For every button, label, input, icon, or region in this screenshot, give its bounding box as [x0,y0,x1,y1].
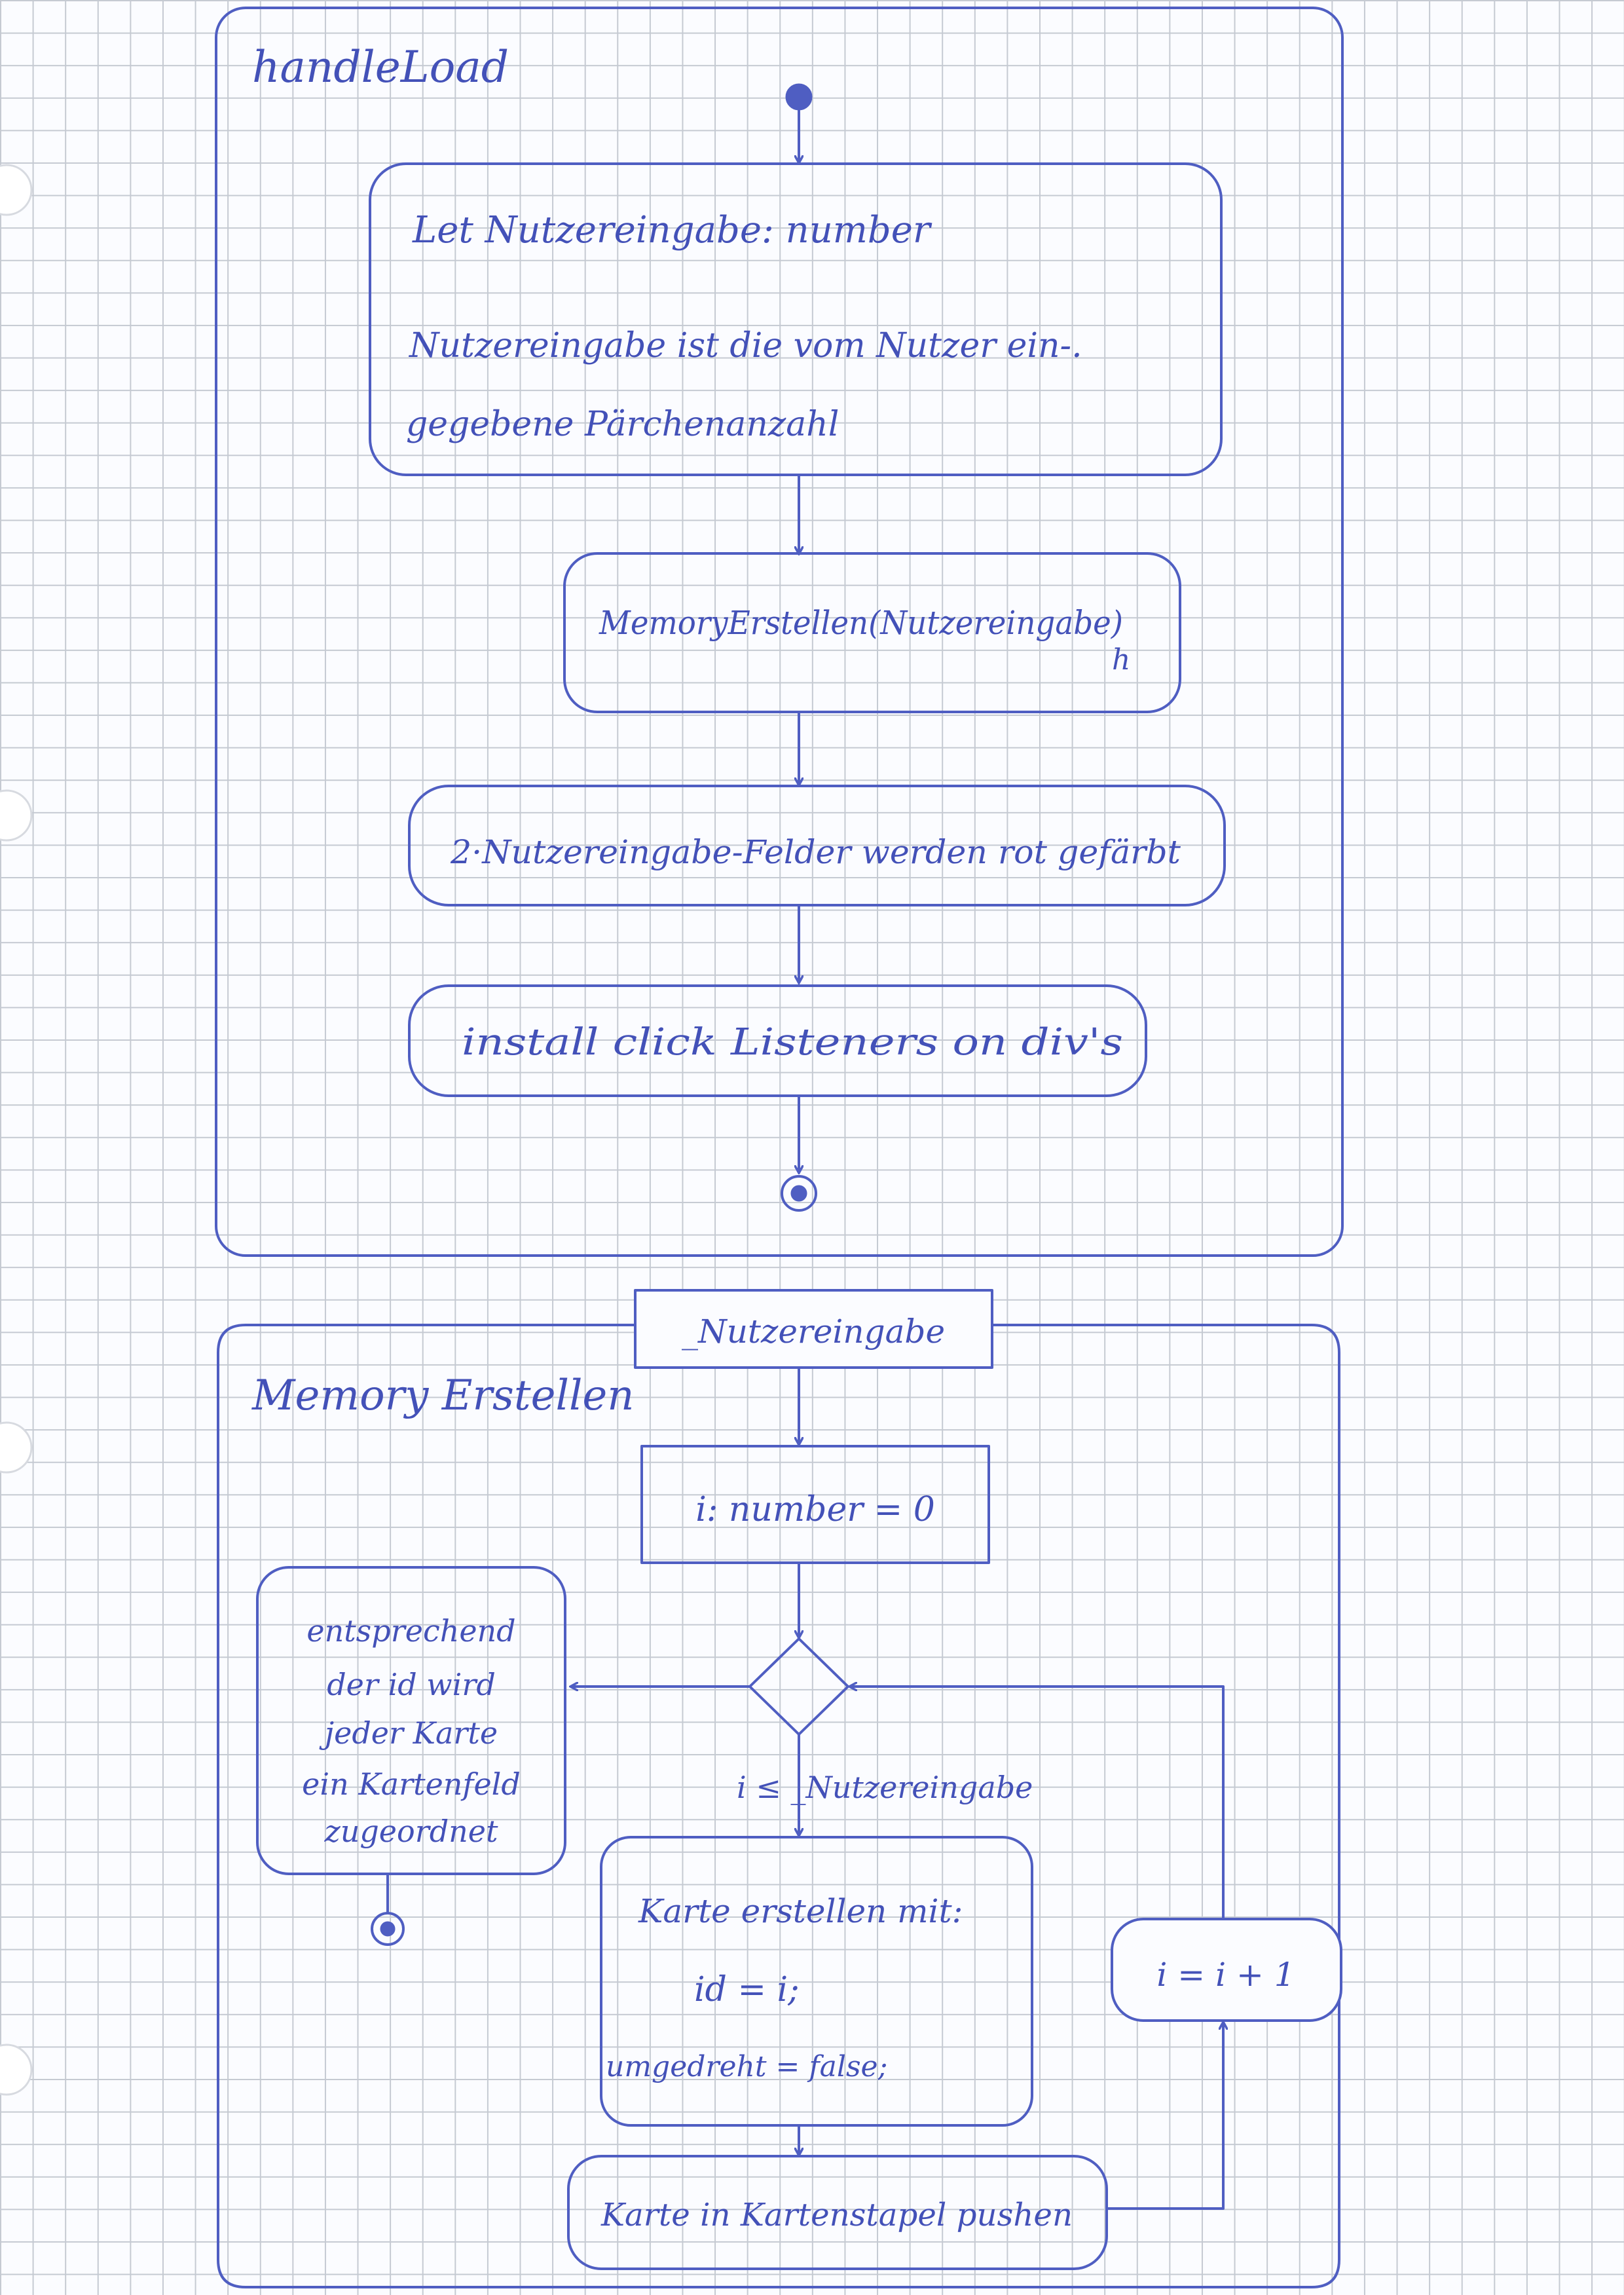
activity-final-node [371,1912,405,1946]
handle-load-activity: handleLoad Let Nutzereingabe: number Nut… [215,7,1344,1257]
note-line: jeder Karte [319,1715,498,1751]
note-line: entsprechend [306,1613,515,1649]
binder-hole [0,2043,33,2096]
activity-final-node-center [380,1921,396,1937]
create-card-line: umgedreht = false; [606,2050,887,2083]
color-fields-label: 2·Nutzereingabe-Felder werden rot gefärb… [450,833,1181,871]
create-card-line: id = i; [694,1970,800,2009]
handle-load-frame [215,7,1344,1257]
parameter-label: _Nutzereingabe [682,1313,945,1351]
description-line-2: gegebene Pärchenanzahl [406,405,839,444]
increment-label: i = i + 1 [1156,1956,1295,1994]
flow-arrow [1105,2023,1223,2210]
memory-erstellen-call-action [563,552,1181,713]
decision-node [748,1637,849,1736]
memory-erstellen-call-label: MemoryErstellen(Nutzereingabe) [599,604,1123,642]
loop-back-arrow [850,1687,1225,1920]
binder-hole [0,1421,33,1474]
call-behavior-mark: h [1112,643,1130,677]
description-line: Nutzereingabe ist die vom Nutzer ein-. [408,326,1082,365]
push-card-label: Karte in Kartenstapel pushen [600,2197,1073,2233]
declaration-action [369,162,1223,476]
activity-final-node [781,1175,817,1212]
binder-hole [0,789,33,842]
initial-node [785,83,813,111]
memory-erstellen-frame [217,1324,1340,2288]
counter-init-action [640,1445,990,1564]
handle-load-title: handleLoad [252,42,509,92]
install-listeners-label: install click Listeners on div's [462,1021,1123,1064]
push-card-action [567,2155,1108,2270]
activity-final-node-center [790,1185,807,1202]
create-card-line: Karte erstellen mit: [638,1892,963,1930]
parameter-node [634,1289,993,1369]
binder-holes [0,164,33,2096]
install-listeners-action [408,984,1147,1097]
declaration-line: Let Nutzereingabe: number [412,209,932,252]
color-fields-action [408,785,1226,906]
create-card-action [600,1836,1033,2127]
memory-erstellen-activity: Memory Erstellen _Nutzereingabe i: numbe… [217,1289,1342,2288]
guard-label: i ≤ _Nutzereingabe [737,1770,1033,1805]
assignment-note-action [256,1566,566,1875]
binder-hole [0,164,33,216]
note-line: ein Kartenfeld [302,1766,521,1802]
note-line: der id wird [327,1667,496,1702]
counter-init-label: i: number = 0 [695,1490,935,1529]
increment-action [1111,1918,1342,2022]
note-line: zugeordnet [324,1814,499,1849]
memory-erstellen-title: Memory Erstellen [251,1371,635,1420]
